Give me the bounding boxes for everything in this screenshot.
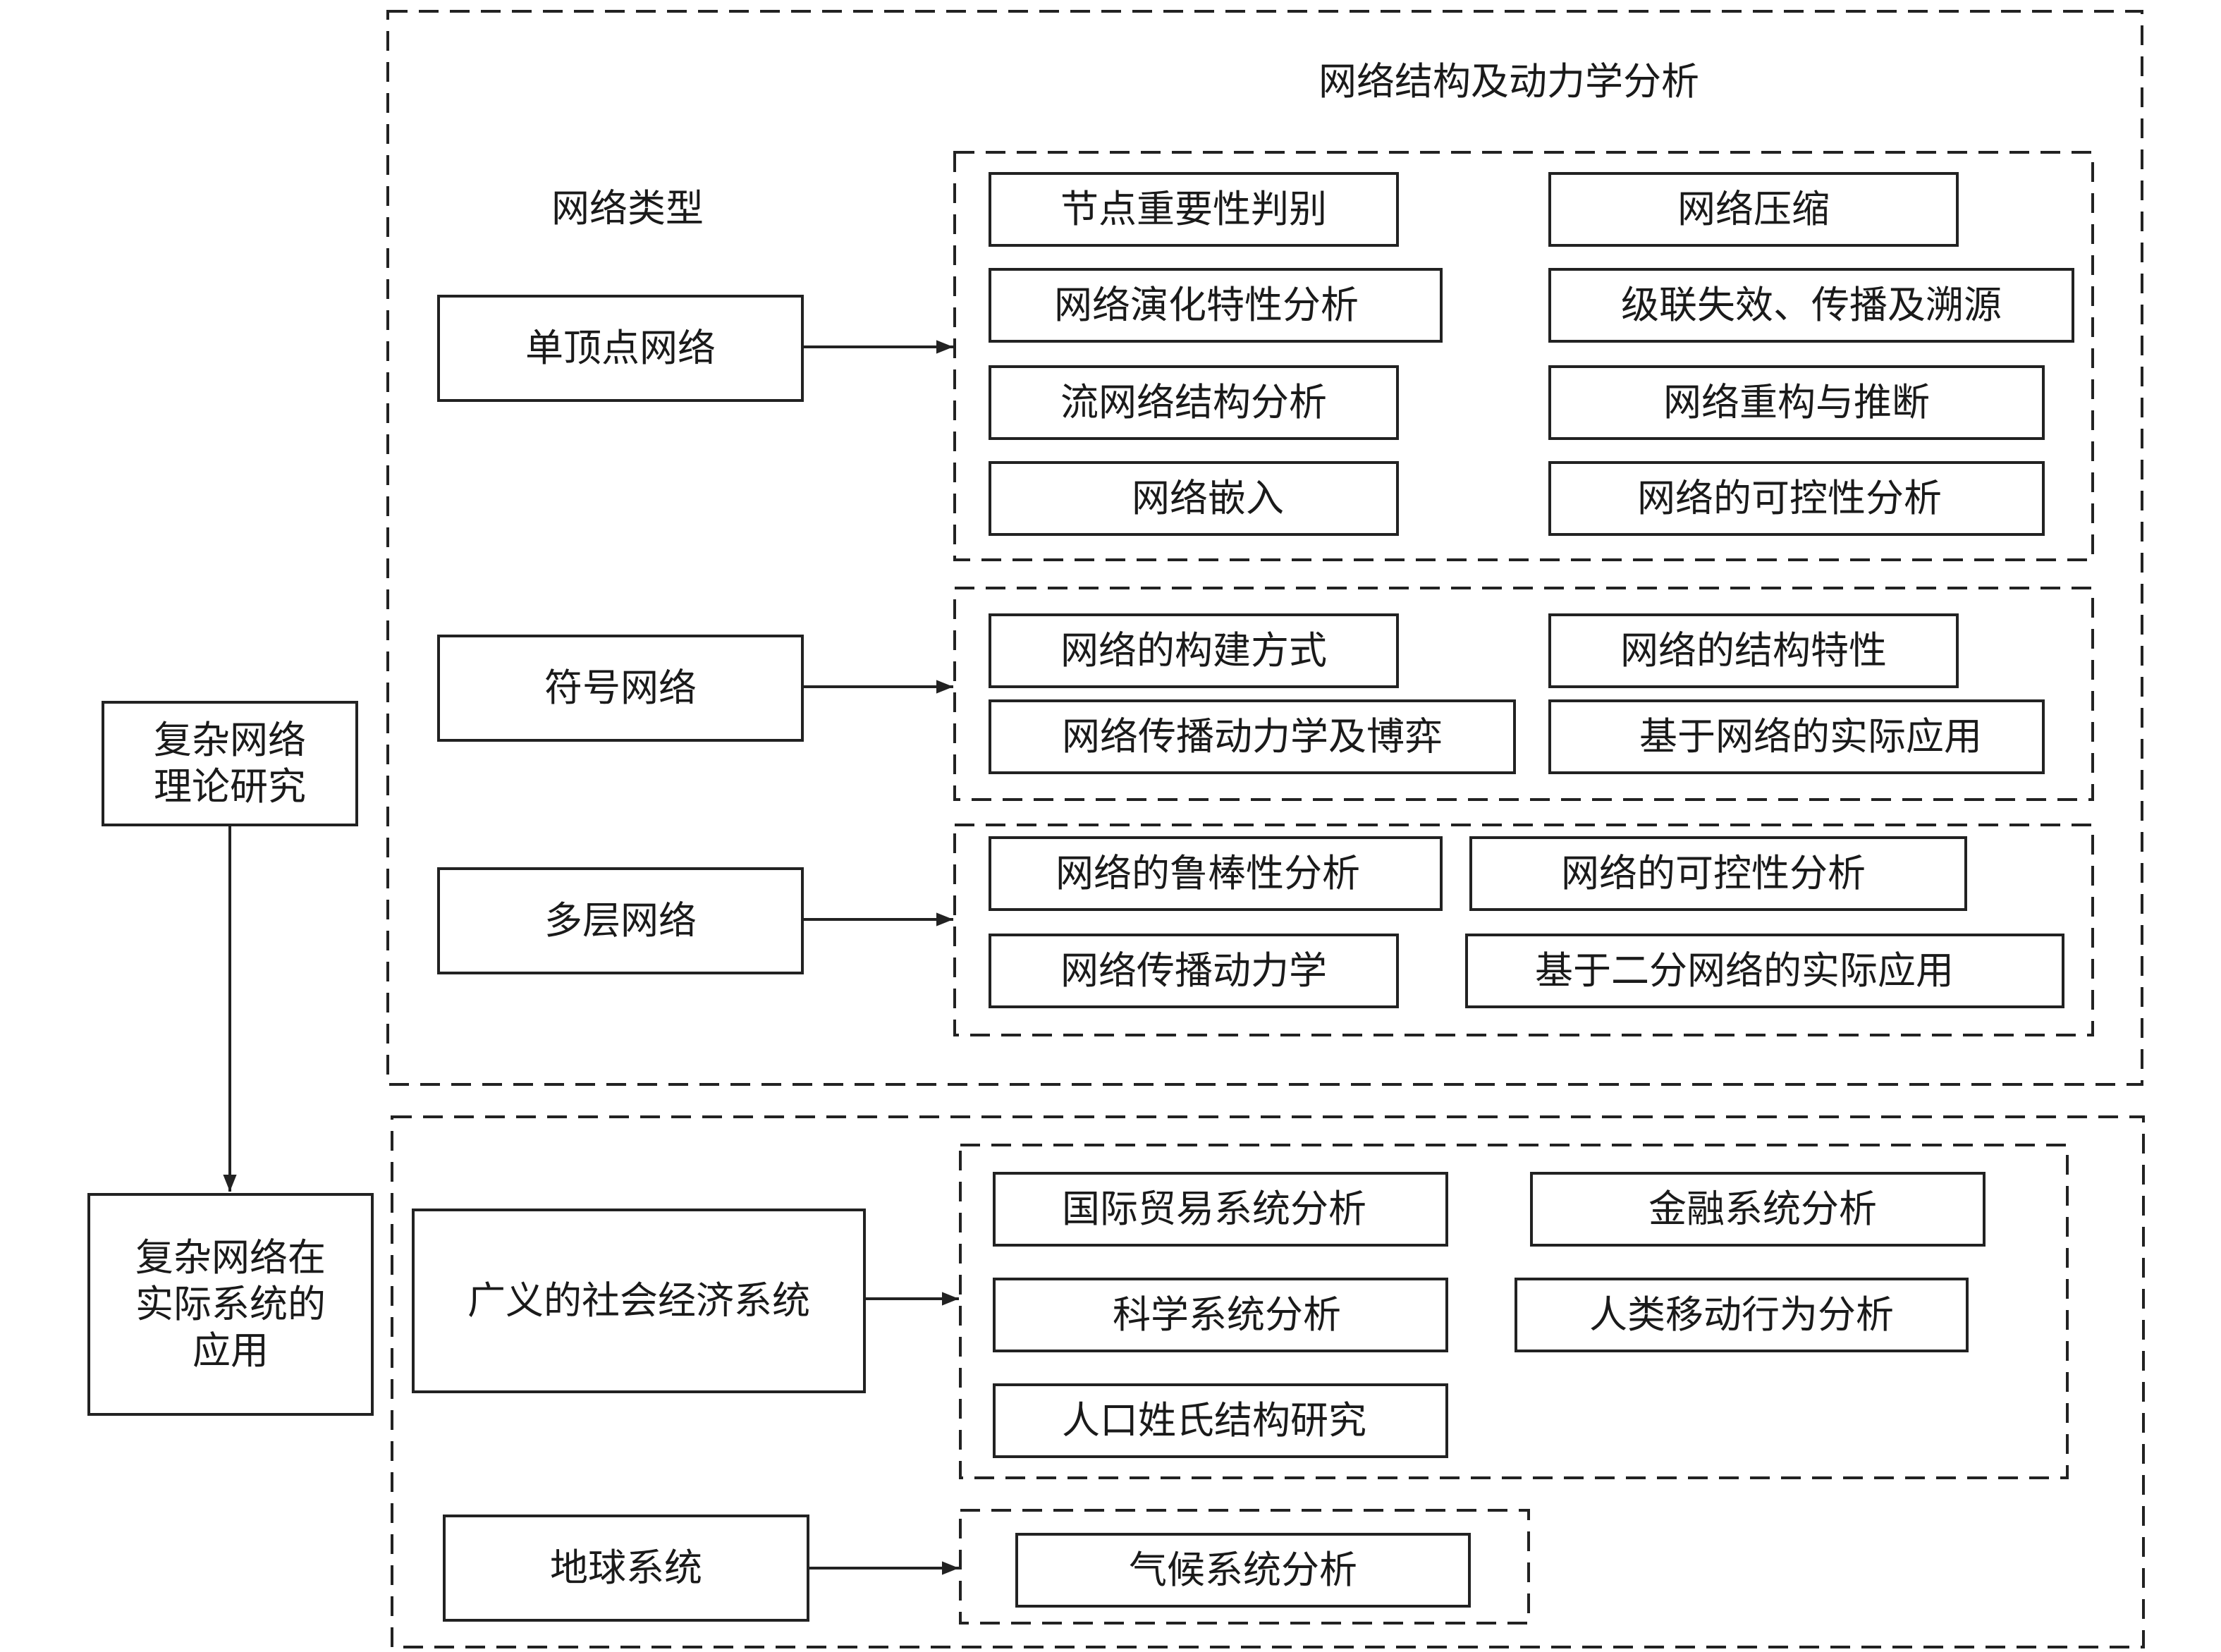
item-box xyxy=(989,365,1399,440)
item-evolution-analysis: 网络演化特性分析 xyxy=(1054,283,1359,327)
item-box xyxy=(1530,1172,1986,1247)
item-box xyxy=(993,1278,1448,1352)
theory-box xyxy=(102,701,358,826)
network-types-heading: 网络类型 xyxy=(551,186,704,231)
item-flow-network: 流网络结构分析 xyxy=(1060,380,1327,424)
theory-section-frame xyxy=(386,10,2143,1086)
single-vertex-box xyxy=(437,295,804,402)
item-trade: 国际贸易系统分析 xyxy=(1062,1187,1366,1231)
application-box xyxy=(87,1193,374,1416)
theory-box-label: 复杂网络 理论研究 xyxy=(154,717,306,810)
item-box xyxy=(993,1383,1448,1458)
earth-items-frame xyxy=(959,1509,1530,1625)
item-controllability-multilayer: 网络的可控性分析 xyxy=(1561,851,1866,895)
socio-economic-items-frame xyxy=(959,1144,2069,1479)
item-node-importance: 节点重要性判别 xyxy=(1060,187,1327,231)
multilayer-label: 多层网络 xyxy=(544,898,697,943)
item-box xyxy=(1015,1533,1471,1608)
item-human-mobility: 人类移动行为分析 xyxy=(1589,1292,1894,1337)
signed-box xyxy=(437,635,804,742)
item-box xyxy=(1465,934,2064,1008)
item-structural-properties: 网络的结构特性 xyxy=(1620,628,1887,673)
application-section-frame xyxy=(391,1115,2145,1648)
item-surname-structure: 人口姓氏结构研究 xyxy=(1062,1398,1366,1443)
item-robustness: 网络的鲁棒性分析 xyxy=(1056,851,1360,895)
multilayer-box xyxy=(437,867,804,974)
item-box xyxy=(989,172,1399,247)
item-box xyxy=(1515,1278,1969,1352)
item-box xyxy=(1469,836,1967,911)
application-box-line3: 应用 xyxy=(192,1328,269,1373)
item-box xyxy=(1548,268,2074,343)
item-box xyxy=(993,1172,1448,1247)
item-reconstruction: 网络重构与推断 xyxy=(1663,380,1930,424)
item-box xyxy=(989,461,1399,536)
item-box xyxy=(1548,613,1959,688)
signed-label: 符号网络 xyxy=(544,666,697,710)
item-science: 科学系统分析 xyxy=(1113,1292,1341,1337)
item-climate: 气候系统分析 xyxy=(1129,1548,1357,1592)
item-box xyxy=(989,934,1399,1008)
item-box xyxy=(1548,365,2045,440)
item-box xyxy=(1548,461,2045,536)
single-vertex-items-frame xyxy=(953,151,2094,561)
item-spreading-game: 网络传播动力学及博弈 xyxy=(1062,714,1443,759)
item-box xyxy=(1548,172,1959,247)
application-box-line1: 复杂网络在 xyxy=(135,1235,326,1280)
item-bipartite-application: 基于二分网络的实际应用 xyxy=(1535,948,1954,993)
theory-section-title: 网络结构及动力学分析 xyxy=(1318,59,1699,104)
item-embedding: 网络嵌入 xyxy=(1132,476,1284,520)
socio-economic-label: 广义的社会经济系统 xyxy=(467,1278,810,1323)
socio-economic-box xyxy=(412,1209,866,1393)
item-controllability: 网络的可控性分析 xyxy=(1637,476,1942,520)
item-box xyxy=(1548,699,2045,774)
item-cascade-failure: 级联失效、传播及溯源 xyxy=(1621,283,2002,327)
item-box xyxy=(989,613,1399,688)
application-box-label: 复杂网络在 实际系统的 应用 xyxy=(135,1235,326,1374)
multilayer-items-frame xyxy=(953,824,2094,1036)
theory-box-line2: 理论研究 xyxy=(154,764,306,809)
theory-box-line1: 复杂网络 xyxy=(154,718,306,762)
item-box xyxy=(989,699,1516,774)
item-construction: 网络的构建方式 xyxy=(1060,628,1327,673)
item-spreading-dynamics: 网络传播动力学 xyxy=(1060,948,1327,993)
item-network-compression: 网络压缩 xyxy=(1677,187,1830,231)
earth-label: 地球系统 xyxy=(550,1546,702,1590)
application-box-line2: 实际系统的 xyxy=(135,1282,326,1326)
signed-items-frame xyxy=(953,587,2094,801)
item-box xyxy=(989,836,1443,911)
item-box xyxy=(989,268,1443,343)
item-finance: 金融系统分析 xyxy=(1648,1187,1877,1231)
earth-box xyxy=(443,1515,809,1622)
item-practical-application: 基于网络的实际应用 xyxy=(1639,714,1982,759)
single-vertex-label: 单顶点网络 xyxy=(525,326,716,370)
